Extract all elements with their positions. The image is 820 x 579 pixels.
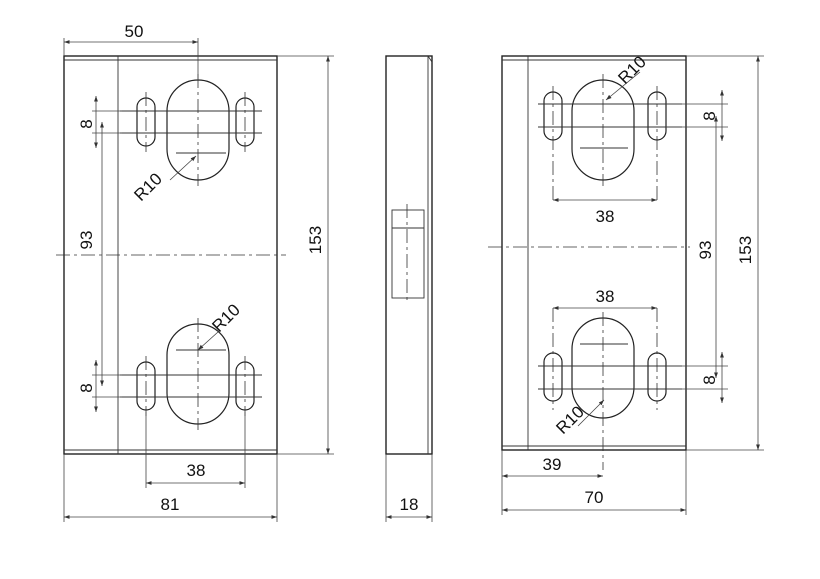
left-dim-slot-height-top: 8 [77, 119, 96, 128]
left-dim-overall-height: 153 [306, 226, 325, 254]
middle-chamfer-top [427, 55, 433, 63]
left-dim-overall-width: 81 [161, 495, 180, 514]
left-dim-slot-height-bottom: 8 [77, 383, 96, 392]
right-dim-slot-height-bottom: 8 [700, 375, 719, 384]
right-top-slot-group [538, 74, 682, 200]
left-top-slot-group [120, 74, 262, 186]
right-dim-overall-height: 153 [736, 236, 755, 264]
left-r10-bottom-leader [197, 331, 219, 351]
left-dim-center-distance: 93 [77, 231, 96, 250]
right-dim-center-distance: 93 [696, 241, 715, 260]
right-r10-bottom-leader [577, 399, 605, 427]
right-dim-slot-spacing-bottom: 38 [596, 287, 615, 306]
left-dim-top-width: 50 [125, 22, 144, 41]
right-dim-slot-height-top: 8 [700, 111, 719, 120]
left-view: 50 8 93 8 153 R10 R10 38 81 [56, 22, 334, 522]
middle-side-outline [385, 55, 433, 455]
right-view: R10 38 8 93 153 38 8 R10 39 [488, 52, 764, 515]
left-dim-radius-top: R10 [130, 169, 165, 204]
right-dim-radius-top: R10 [614, 52, 649, 87]
right-plate-outline [501, 55, 687, 451]
left-dim-slot-spacing: 38 [187, 461, 206, 480]
left-bottom-slot-group [120, 318, 262, 430]
right-bottom-slot-group [538, 308, 682, 470]
right-dim-radius-bottom: R10 [552, 402, 587, 437]
middle-dim-thickness: 18 [400, 495, 419, 514]
left-r10-top-leader [169, 155, 197, 181]
left-dim-radius-bottom: R10 [208, 300, 243, 335]
middle-center-pocket [391, 209, 425, 299]
right-dim-overall-width: 70 [585, 488, 604, 507]
right-dim-offset-width: 39 [543, 455, 562, 474]
right-dim-slot-spacing-top: 38 [596, 207, 615, 226]
right-r10-top-leader [605, 71, 641, 101]
middle-view: 18 [385, 55, 433, 522]
